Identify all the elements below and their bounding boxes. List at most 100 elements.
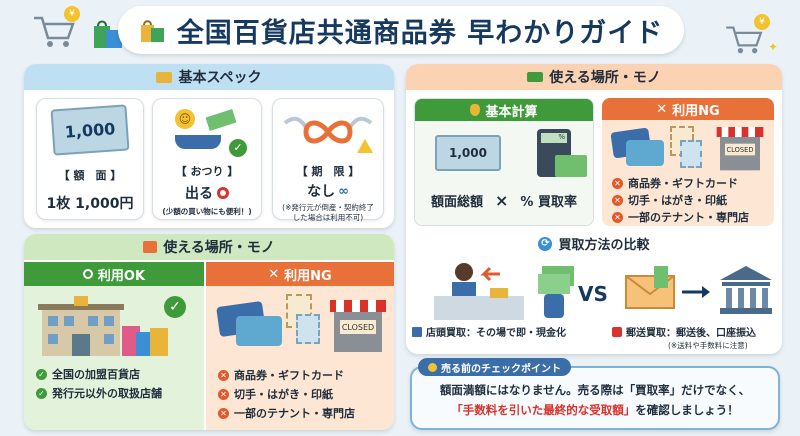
store-icon bbox=[143, 241, 158, 253]
smile-coin-icon: ☺ bbox=[175, 109, 195, 129]
title-bar: 全国百貨店共通商品券 早わかりガイド bbox=[118, 6, 684, 54]
mail-method-text: 郵送買取：郵送後、口座振込 bbox=[626, 328, 756, 339]
infinity-wings-icon bbox=[283, 116, 373, 144]
ok-list: ✓全国の加盟百貨店 ✓発行元以外の取扱店舗 bbox=[24, 366, 204, 401]
checkpoint-line2: 「手数料を引いた最終的な受取額」を確認しましょう！ bbox=[412, 402, 778, 418]
shopping-bags-icon-ok bbox=[122, 326, 168, 356]
mail-note: (※送料や手数料に注意) bbox=[668, 341, 748, 350]
cart-icon-right bbox=[724, 24, 764, 60]
expiry-label: 【 期 限 】 bbox=[296, 165, 360, 178]
checkpoint-line1: 額面満額にはなりません。売る際は「買取率」だけでなく、 bbox=[439, 383, 751, 397]
money-icon bbox=[527, 72, 544, 82]
ng-label-left: 利用NG bbox=[284, 268, 332, 284]
ng-label-right: 利用NG bbox=[672, 103, 720, 119]
calc-label: 基本計算 bbox=[485, 104, 538, 120]
stars-icon: ✦ bbox=[768, 40, 779, 54]
ng-header-left: ✕ 利用NG bbox=[206, 262, 394, 286]
banknote-icon: 1,000 bbox=[50, 104, 130, 156]
gift-bags-icon bbox=[140, 20, 164, 42]
warning-icon bbox=[357, 139, 373, 153]
cross-icon: ✕ bbox=[218, 388, 229, 400]
ng-item: ✕商品券・ギフトカード bbox=[612, 175, 774, 191]
cash-icon bbox=[205, 109, 237, 131]
gift-card-icon-2 bbox=[236, 316, 282, 346]
closed-shop-icon: CLOSED bbox=[716, 127, 764, 171]
expiry-card: 【 期 限 】 なし ∞ (※発行元が倒産・契約終了した場合は利用不可) bbox=[272, 98, 384, 222]
ng-item: ✕切手・はがき・印紙 bbox=[612, 192, 774, 208]
ng-item: ✕一部のテナント・専門店 bbox=[218, 405, 394, 421]
infinity-icon: ∞ bbox=[338, 183, 349, 199]
mail-method: 郵送買取：郵送後、口座振込 bbox=[612, 324, 756, 339]
expiry-value: なし bbox=[307, 184, 336, 200]
change-note: (少額の買い物にも便利！) bbox=[162, 207, 252, 216]
banknote-stack-icon: 1,000 bbox=[435, 135, 501, 171]
yen-coin-icon: ¥ bbox=[64, 6, 80, 22]
ok-item: ✓全国の加盟百貨店 bbox=[36, 366, 204, 382]
cross-icon: ✕ bbox=[218, 407, 229, 419]
stamp-icon-2 bbox=[680, 140, 702, 168]
check-icon: ✓ bbox=[36, 387, 47, 399]
closed-sign-text: CLOSED bbox=[727, 146, 754, 154]
change-card: ☺ ✓ 【 おつり 】 出る (少額の買い物にも便利！) bbox=[152, 98, 262, 220]
mailbox-icon bbox=[612, 326, 622, 337]
ng-list-left: ✕商品券・ギフトカード ✕切手・はがき・印紙 ✕一部のテナント・専門店 bbox=[206, 367, 394, 421]
places-left-title: 使える場所・モノ bbox=[163, 240, 275, 256]
hand-icon bbox=[175, 135, 221, 149]
change-label: 【 おつり 】 bbox=[175, 165, 239, 178]
places-right-header: 使える場所・モノ bbox=[406, 64, 782, 90]
ng-item: ✕商品券・ギフトカード bbox=[218, 367, 394, 383]
places-left-header: 使える場所・モノ bbox=[24, 234, 394, 260]
cross-icon: ✕ bbox=[218, 369, 229, 381]
ng-column-right: ✕ 利用NG CLOSED ✕商品券・ギフトカード ✕切手・はがき・印紙 ✕一部… bbox=[602, 98, 774, 226]
compare-title: ⟳ 買取方法の比較 bbox=[406, 234, 782, 253]
checkpoint-emphasis: 「手数料を引いた最終的な受取額」 bbox=[451, 403, 636, 417]
cross-icon: ✕ bbox=[612, 211, 623, 223]
refresh-icon: ⟳ bbox=[538, 236, 553, 251]
lightbulb-icon bbox=[428, 362, 437, 372]
card-icon bbox=[156, 71, 173, 83]
amount-label: 【 額 面 】 bbox=[58, 169, 122, 182]
yen-coin-icon-right: ¥ bbox=[754, 14, 770, 30]
closed-shop-icon: CLOSED bbox=[330, 300, 386, 352]
expiry-note: (※発行元が倒産・契約終了した場合は利用不可) bbox=[282, 203, 374, 222]
gift-card-icon-2 bbox=[626, 140, 664, 166]
cross-icon: ✕ bbox=[612, 194, 623, 206]
store-method-text: 店頭買取：その場で即・現金化 bbox=[426, 328, 566, 339]
cross-icon: ✕ bbox=[268, 266, 280, 282]
checkpoint-line2-rest: を確認しましょう！ bbox=[635, 403, 739, 417]
calc-header: 基本計算 bbox=[415, 99, 593, 121]
calc-formula: 額面総額 × % 買取率 bbox=[431, 191, 577, 210]
ok-item: ✓発行元以外の取扱店舗 bbox=[36, 385, 204, 401]
ok-header: 利用OK bbox=[24, 262, 204, 286]
cash-stack-icon bbox=[555, 155, 587, 177]
checkpoint-tab: 売る前のチェックポイント bbox=[418, 358, 571, 376]
department-store-icon bbox=[38, 296, 124, 356]
check-icon-ok: ✓ bbox=[164, 296, 186, 318]
places-right-title: 使える場所・モノ bbox=[549, 70, 661, 86]
check-icon: ✓ bbox=[36, 368, 47, 380]
ng-header-right: ✕ 利用NG bbox=[602, 98, 774, 120]
mail-bank-illustration bbox=[624, 262, 774, 320]
money-bag-icon bbox=[470, 104, 481, 116]
checkpoint-panel: 額面満額にはなりません。売る際は「買取率」だけでなく、 「手数料を引いた最終的な… bbox=[410, 366, 780, 430]
ng-item: ✕一部のテナント・専門店 bbox=[612, 209, 774, 225]
circle-mark-icon bbox=[217, 187, 229, 199]
ng-item: ✕切手・はがき・印紙 bbox=[218, 386, 394, 402]
ok-column: 利用OK ✓ ✓全国の加盟百貨店 ✓発行元以外の取扱店舗 bbox=[24, 262, 204, 430]
check-icon: ✓ bbox=[229, 139, 247, 157]
cross-icon: ✕ bbox=[612, 177, 623, 189]
ok-circle-icon bbox=[82, 269, 93, 279]
stamp-icon-2 bbox=[296, 314, 320, 344]
store-counter-illustration bbox=[430, 254, 580, 324]
vs-label: VS bbox=[578, 282, 608, 306]
cross-icon: ✕ bbox=[656, 101, 668, 117]
closed-sign-text: CLOSED bbox=[342, 323, 374, 332]
ng-list-right: ✕商品券・ギフトカード ✕切手・はがき・印紙 ✕一部のテナント・専門店 bbox=[602, 175, 774, 225]
basic-spec-header: 基本スペック bbox=[24, 64, 394, 90]
cart-icon bbox=[32, 14, 76, 54]
page-title: 全国百貨店共通商品券 早わかりガイド bbox=[176, 17, 664, 49]
ng-column-left: ✕ 利用NG CLOSED ✕商品券・ギフトカード ✕切手・はがき・印紙 ✕一部… bbox=[206, 262, 394, 430]
change-value: 出る bbox=[185, 186, 213, 202]
store-icon bbox=[412, 326, 422, 337]
store-method: 店頭買取：その場で即・現金化 bbox=[412, 324, 566, 339]
